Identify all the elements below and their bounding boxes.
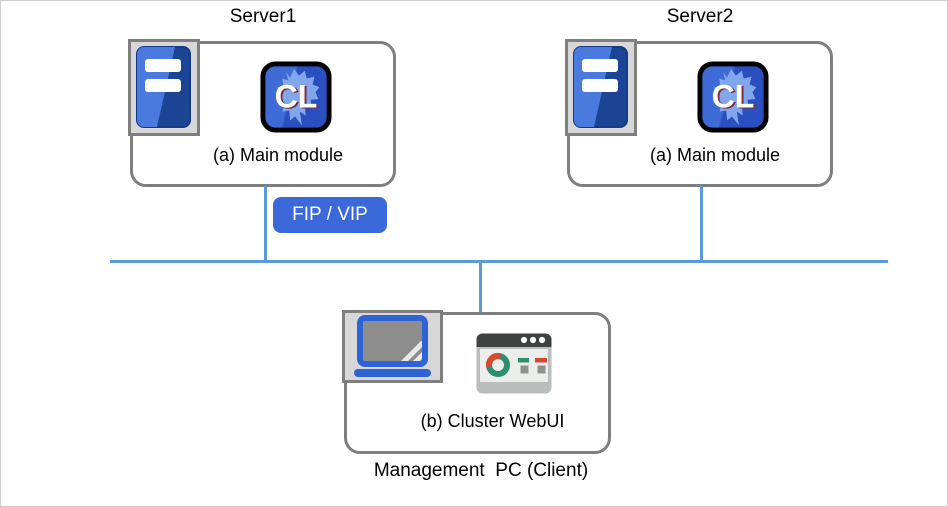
- server-tower-icon: [573, 46, 628, 128]
- cl-monogram: CL: [712, 79, 755, 115]
- network-drop-management-pc: [479, 263, 482, 312]
- laptop-icon: [354, 315, 431, 377]
- server1-module-label: (a) Main module: [212, 145, 344, 165]
- cluster-app-cl-icon: CL CL: [260, 60, 332, 134]
- cluster-app-cl-icon: CL CL: [697, 60, 769, 134]
- server2-icon-frame: [565, 39, 637, 136]
- fip-vip-badge: FIP / VIP: [273, 197, 387, 233]
- server2-module-label: (a) Main module: [649, 145, 781, 165]
- management-pc-caption: Management PC (Client): [373, 460, 589, 481]
- server2-title: Server2: [666, 6, 734, 27]
- laptop-icon-frame: [342, 310, 443, 383]
- cl-monogram-shadow: CL: [714, 80, 757, 116]
- network-drop-server2: [700, 186, 703, 260]
- network-line: [110, 260, 888, 263]
- server1-title: Server1: [229, 6, 297, 27]
- management-module-label: (b) Cluster WebUI: [420, 411, 565, 431]
- server1-icon-frame: [128, 39, 200, 136]
- cl-monogram-shadow: CL: [277, 80, 320, 116]
- server-tower-icon: [136, 46, 191, 128]
- webui-browser-icon: [476, 333, 552, 394]
- network-drop-server1: [264, 186, 267, 260]
- cl-monogram: CL: [275, 79, 318, 115]
